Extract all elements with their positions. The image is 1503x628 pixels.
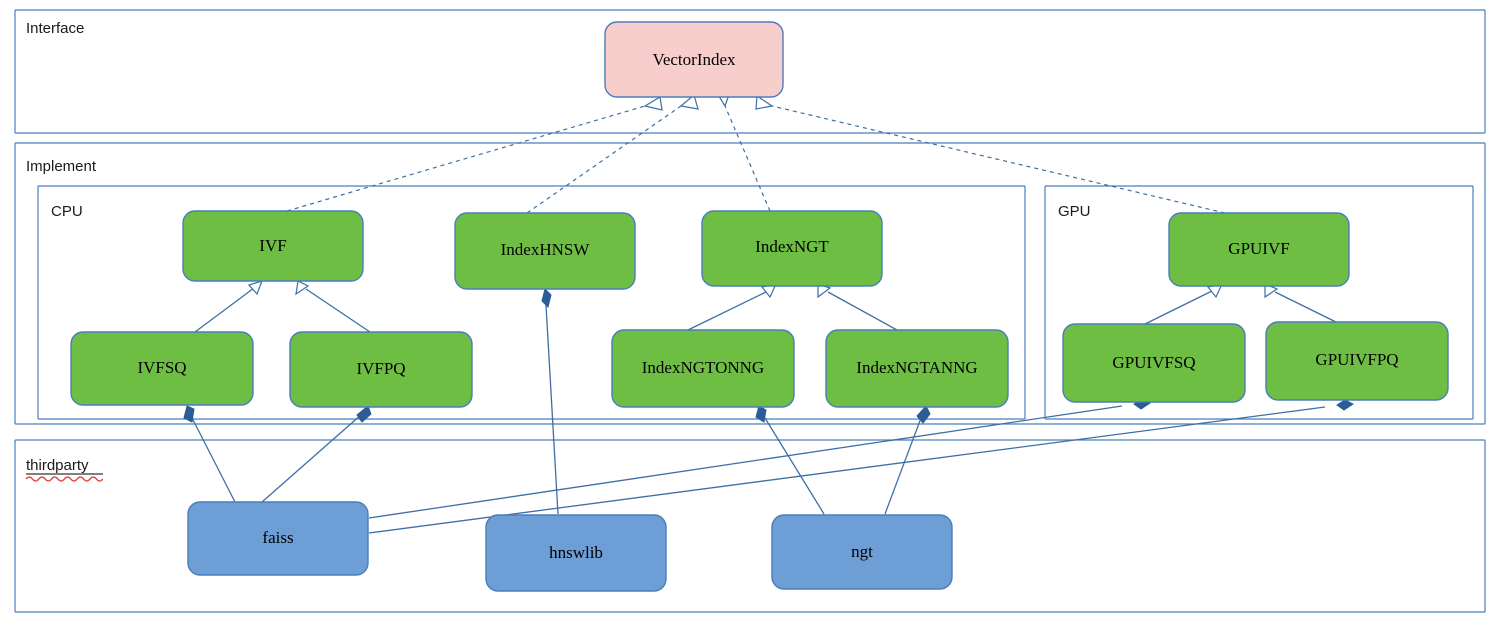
group-interface-label: Interface [26,20,84,37]
edge-faiss-to-gpuivfsq [368,405,1123,519]
arrowhead-indexhnsw-vectorindex-icon [679,93,699,110]
edge-indexngtanng-to-indexngt [827,291,898,331]
node-ivfsq-label: IVFSQ [137,358,186,377]
node-indexngtonng[interactable]: IndexNGTONNG [611,329,795,408]
node-gpuivfsq-label: GPUIVFSQ [1112,353,1195,372]
diamond-faiss-ivfsq-icon [183,405,195,423]
node-indexngt-rect[interactable] [701,210,883,287]
edge-ivfpq-to-ivf [305,288,371,333]
node-ivf[interactable]: IVF [182,210,364,282]
node-ivf-rect[interactable] [182,210,364,282]
node-gpuivfpq-label: GPUIVFPQ [1315,350,1398,369]
node-gpuivfsq[interactable]: GPUIVFSQ [1062,323,1246,403]
node-hnswlib-rect[interactable] [485,514,667,592]
edge-group-realization [286,91,1226,214]
edge-ivfsq-to-ivf [194,287,255,333]
group-cpu-label: CPU [51,203,83,220]
node-indexngtanng-rect[interactable] [825,329,1009,408]
node-gpuivfsq-rect[interactable] [1062,323,1246,403]
node-faiss-rect[interactable] [187,501,369,576]
group-thirdparty: thirdparty [14,439,1486,613]
node-gpuivf[interactable]: GPUIVF [1168,212,1350,287]
node-indexngtonng-label: IndexNGTONNG [642,358,764,377]
node-ivfpq[interactable]: IVFPQ [289,331,473,408]
node-faiss-label: faiss [262,528,293,547]
node-ivfpq-rect[interactable] [289,331,473,408]
node-ivfsq[interactable]: IVFSQ [70,331,254,406]
edge-faiss-to-ivfsq [189,413,236,503]
node-ivfpq-label: IVFPQ [356,359,405,378]
diamond-hnswlib-indexhnsw-icon [541,288,552,308]
diamond-faiss-ivfpq-icon [356,405,372,423]
node-indexhnsw-label: IndexHNSW [501,240,591,259]
node-ngt[interactable]: ngt [771,514,953,590]
edge-gpuivf-to-vectorindex [771,105,1226,214]
edge-ngt-to-indexngtanng [884,417,922,515]
group-gpu-label: GPU [1058,203,1091,220]
node-indexngt[interactable]: IndexNGT [701,210,883,287]
node-hnswlib[interactable]: hnswlib [485,514,667,592]
node-indexhnsw-rect[interactable] [454,212,636,290]
node-indexngtonng-rect[interactable] [611,329,795,408]
node-indexngtanng[interactable]: IndexNGTANNG [825,329,1009,408]
group-thirdparty-box [14,439,1486,613]
node-gpuivf-rect[interactable] [1168,212,1350,287]
node-vectorindex[interactable]: VectorIndex [604,21,784,98]
node-indexngt-label: IndexNGT [755,237,829,256]
diamond-faiss-gpuivfpq-icon [1336,399,1354,411]
edge-faiss-to-gpuivfpq [368,406,1326,534]
edge-faiss-to-ivfpq [261,413,363,503]
node-ivfsq-rect[interactable] [70,331,254,406]
node-gpuivfpq-rect[interactable] [1265,321,1449,401]
edge-ivf-to-vectorindex [286,105,646,212]
edge-gpuivfsq-to-gpuivf [1144,290,1213,325]
edge-group-composition [183,288,1354,534]
node-faiss[interactable]: faiss [187,501,369,576]
arrowhead-gpuivf-vectorindex-icon [755,94,774,110]
node-vectorindex-label: VectorIndex [652,50,736,69]
group-implement-label: Implement [26,158,97,175]
edge-hnswlib-to-indexhnsw [545,304,559,515]
arrowhead-ivf-vectorindex-icon [643,96,663,111]
edge-gpuivfpq-to-gpuivf [1274,291,1341,325]
node-ngt-label: ngt [851,542,873,561]
arrowhead-ivfsq-ivf-icon [247,280,264,296]
node-gpuivfpq[interactable]: GPUIVFPQ [1265,321,1449,401]
edge-ngt-to-indexngtonng [764,417,825,515]
arrowhead-ivfpq-ivf-icon [295,280,310,296]
node-indexhnsw[interactable]: IndexHNSW [454,212,636,290]
node-ngt-rect[interactable] [771,514,953,590]
node-hnswlib-label: hnswlib [549,543,603,562]
group-thirdparty-label: thirdparty [26,457,89,474]
node-gpuivf-label: GPUIVF [1228,239,1289,258]
spellcheck-squiggle-icon [25,476,104,482]
node-ivf-label: IVF [259,236,286,255]
diamond-ngt-indexngtonng-icon [755,405,767,423]
edge-indexngt-to-vectorindex [724,105,771,212]
edge-indexngtonng-to-indexngt [687,291,767,331]
diamond-ngt-indexngtanng-icon [916,405,931,424]
node-indexngtanng-label: IndexNGTANNG [856,358,977,377]
node-vectorindex-rect[interactable] [604,21,784,98]
